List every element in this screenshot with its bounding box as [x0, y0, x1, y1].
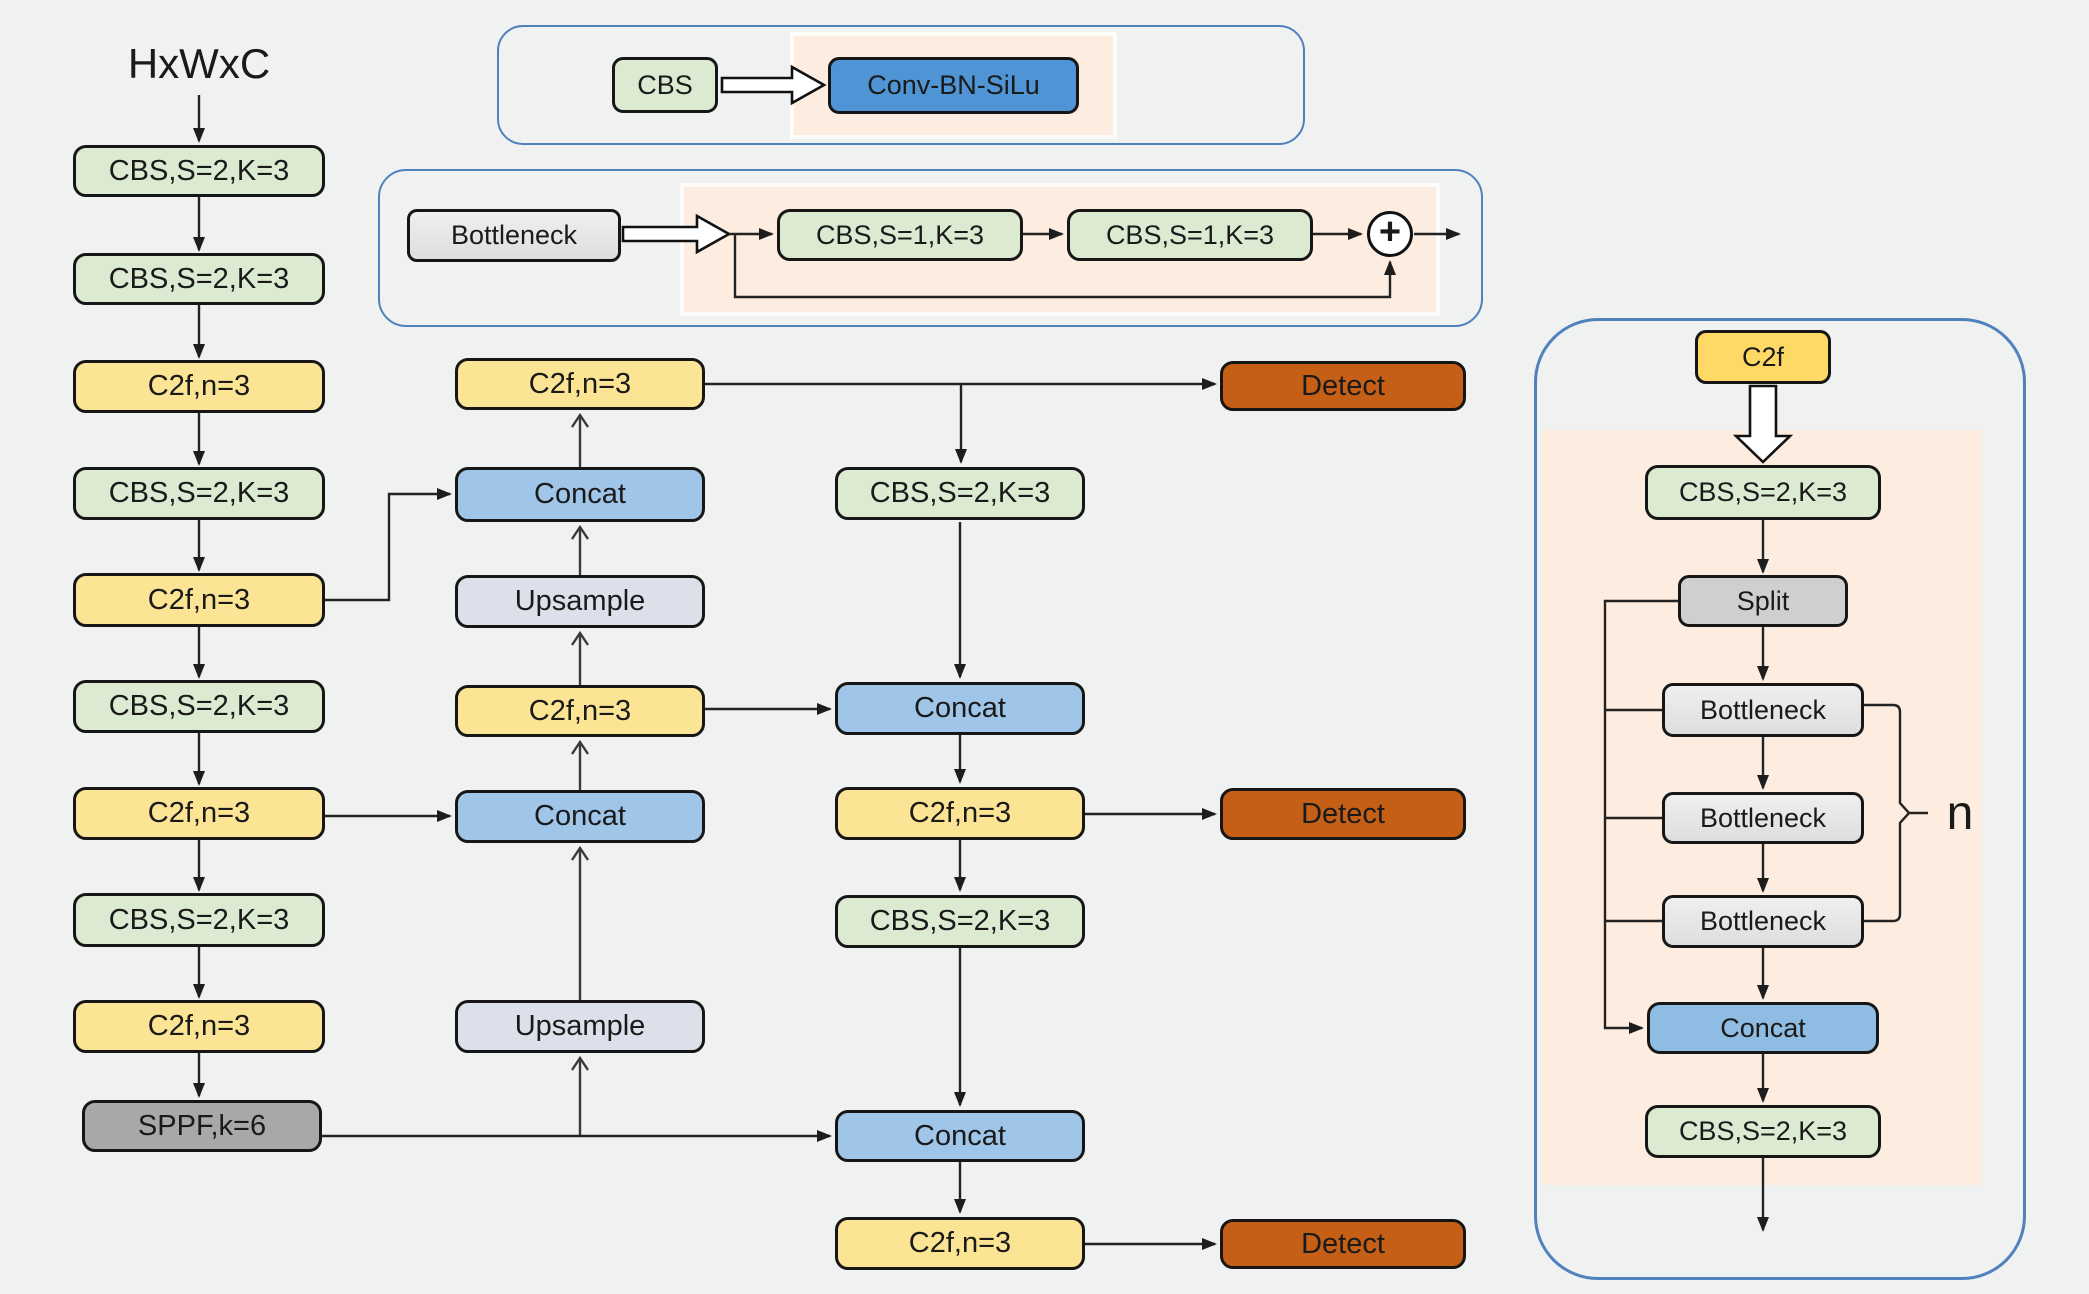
legend-bottleneck-cbs-2: CBS,S=1,K=3: [1067, 209, 1313, 261]
legend-bottleneck-expansion-background: [680, 183, 1440, 316]
neck-upsample-bottom: Upsample: [455, 1000, 705, 1053]
c2f-panel-cbs-in: CBS,S=2,K=3: [1645, 465, 1881, 520]
backbone-c2f-3: C2f,n=3: [73, 787, 325, 840]
c2f-panel-bottleneck-3: Bottleneck: [1662, 895, 1864, 948]
cross-connections: [322, 378, 1217, 1250]
c2f-panel-concat: Concat: [1647, 1002, 1879, 1054]
legend-bottleneck-panel: [378, 169, 1483, 327]
legend-cbs-panel: [497, 25, 1305, 145]
legend-cbs-target: Conv-BN-SiLu: [828, 57, 1079, 114]
input-shape-label: HxWxC: [127, 40, 271, 87]
c2f-panel-split: Split: [1678, 575, 1848, 627]
backbone-cbs-1: CBS,S=2,K=3: [73, 145, 325, 197]
c2f-panel-title-box: C2f: [1695, 330, 1831, 384]
neck-c2f-mid: C2f,n=3: [455, 685, 705, 737]
c2f-expansion-panel: [1534, 318, 2026, 1280]
c2f-panel-wiring: [1603, 384, 1928, 1232]
head-cbs-2: CBS,S=2,K=3: [835, 895, 1085, 948]
head-c2f-1: C2f,n=3: [835, 787, 1085, 840]
head-cbs-1: CBS,S=2,K=3: [835, 467, 1085, 520]
detect-head-3: Detect: [1220, 1219, 1466, 1269]
c2f-panel-cbs-out: CBS,S=2,K=3: [1645, 1105, 1881, 1158]
legend-bottleneck-source: Bottleneck: [407, 209, 621, 262]
backbone-c2f-1: C2f,n=3: [73, 360, 325, 413]
head-concat-2: Concat: [835, 1110, 1085, 1162]
head-c2f-2: C2f,n=3: [835, 1217, 1085, 1270]
backbone-cbs-3: CBS,S=2,K=3: [73, 467, 325, 520]
backbone-c2f-2: C2f,n=3: [73, 573, 325, 627]
legend-bottleneck-wiring: [621, 213, 1461, 299]
neck-concat-mid: Concat: [455, 790, 705, 843]
legend-bottleneck-add-node: +: [1367, 211, 1413, 257]
backbone-cbs-2: CBS,S=2,K=3: [73, 253, 325, 305]
backbone-cbs-5: CBS,S=2,K=3: [73, 893, 325, 947]
neck-c2f-top: C2f,n=3: [455, 358, 705, 410]
legend-cbs-source: CBS: [612, 57, 718, 113]
legend-bottleneck-cbs-1: CBS,S=1,K=3: [777, 209, 1023, 261]
c2f-panel-bottleneck-2: Bottleneck: [1662, 792, 1864, 844]
head-concat-1: Concat: [835, 682, 1085, 735]
backbone-cbs-4: CBS,S=2,K=3: [73, 680, 325, 733]
neck-upsample-top: Upsample: [455, 575, 705, 628]
detect-head-2: Detect: [1220, 788, 1466, 840]
legend-cbs-arrow: [720, 64, 827, 106]
c2f-panel-repeat-count-label: n: [1946, 786, 1974, 840]
neck-concat-top: Concat: [455, 467, 705, 522]
c2f-panel-bottleneck-1: Bottleneck: [1662, 683, 1864, 737]
detect-head-1: Detect: [1220, 361, 1466, 411]
backbone-sppf: SPPF,k=6: [82, 1100, 322, 1152]
backbone-c2f-4: C2f,n=3: [73, 1000, 325, 1053]
